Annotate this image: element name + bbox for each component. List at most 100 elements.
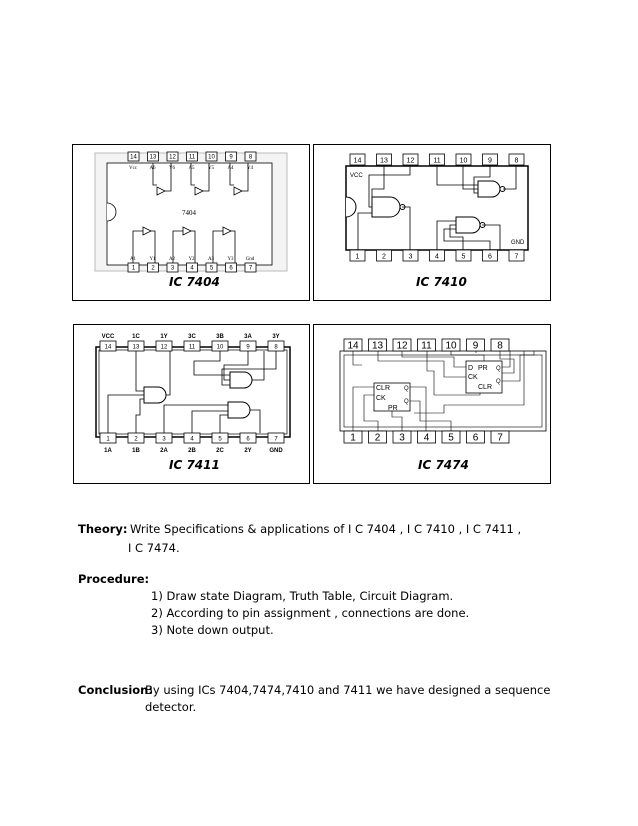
- ic7404-notch: [106, 202, 117, 222]
- ic7411-and-1: [143, 386, 167, 404]
- ic7404-top-name: Vcc: [129, 166, 138, 171]
- ic7404-bottom-pin-box: [205, 262, 218, 273]
- ic7410-gnd: GND: [511, 240, 525, 246]
- ic7410-bottom-pin-box: [376, 249, 392, 262]
- ic7404-part-label: 7404: [182, 209, 197, 217]
- ic7410-bottom-pin-label: 1: [356, 254, 360, 261]
- caption-ic7404: IC 7404: [169, 275, 220, 289]
- ic7410-top-pin-box: [508, 153, 525, 166]
- ic7404-wire: [152, 163, 157, 186]
- ic7404-bottom-pin-label: 1: [132, 266, 136, 272]
- ic7411-top-pin-box: [155, 340, 173, 352]
- ic7404-bottom-pin-box: [186, 262, 198, 273]
- procedure-step-3: 3) Note down output.: [151, 623, 274, 637]
- ic7410-wire: [443, 228, 491, 250]
- ic7411-top-pin-label: 10: [217, 345, 224, 351]
- ic7411-and-3: [227, 401, 251, 419]
- ic7404-top-pin-label: 11: [189, 155, 196, 161]
- ic7410-wire: [503, 165, 517, 190]
- ic7404-top-name: Y5: [208, 166, 215, 171]
- ic7411-top-pin-box: [183, 340, 201, 352]
- ic7404-top-name: A5: [188, 166, 195, 171]
- ic7404-top-pin-box: [166, 151, 179, 162]
- ic7410-wire: [402, 206, 411, 250]
- ic7410-nand-1: [371, 196, 401, 218]
- ic7410-top-pin-box: [455, 153, 472, 166]
- ic7410-bottom-pin-label: 5: [462, 254, 466, 261]
- ic7404-top-name: A4: [227, 166, 234, 171]
- ic7474-wire: [502, 351, 535, 382]
- ic7411-bottom-name: GND: [269, 448, 283, 454]
- ic7474-bottom-pin-box: [417, 430, 436, 444]
- ic7404-wire: [190, 163, 195, 186]
- ic7404-bottom-name: A2: [169, 257, 176, 262]
- ic7474-wire: [410, 386, 427, 431]
- ic7411-bottom-pin-label: 3: [162, 437, 166, 443]
- ic7404-not-gate: [222, 226, 232, 236]
- ic7474-top-pin-label: 8: [497, 341, 503, 352]
- ic7404-bottom-pin-label: 5: [210, 266, 214, 272]
- ic7411-top-pin-label: 13: [133, 345, 140, 351]
- ic7404-bottom-pin-box: [166, 262, 179, 273]
- ic7474-top-pin-box: [417, 338, 436, 352]
- ic7410-nand-3: [455, 216, 481, 234]
- ic7474-wire: [363, 394, 379, 431]
- ic7411-bottom-pin-label: 4: [190, 437, 194, 443]
- ic7474-ff1-q: Q: [404, 386, 409, 392]
- ic7410-top-pin-label: 10: [460, 158, 468, 165]
- ic7404-not-gate: [156, 186, 166, 196]
- caption-ic7410: IC 7410: [416, 275, 467, 289]
- ic7410-top-pin-box: [402, 153, 419, 166]
- ic7404-top-pin-label: 14: [130, 155, 137, 161]
- ic7411-bottom-pin-box: [239, 432, 257, 444]
- ic7404-bottom-pin-box: [225, 262, 237, 273]
- ic7404-bottom-pin-label: 4: [190, 266, 194, 272]
- ic7410-bottom-pin-box: [349, 249, 366, 262]
- ic7404-top-pin-box: [205, 151, 218, 162]
- ic7474-body: [339, 350, 547, 432]
- ic7410-wire: [368, 165, 411, 208]
- ic7404-top-pin-label: 8: [249, 155, 253, 161]
- ic7410-top-pin-label: 11: [433, 158, 440, 165]
- ic7411-wire: [107, 394, 144, 433]
- ic7474-wire: [426, 351, 481, 396]
- ic7404-top-name: Y6: [169, 166, 176, 171]
- ic7410-bottom-pin-label: 3: [409, 254, 413, 261]
- ic7474-wire: [450, 351, 485, 361]
- conclusion-label: Conclusion:: [78, 683, 153, 697]
- ic7411-top-pin-label: 12: [161, 345, 168, 351]
- procedure-label: Procedure:: [78, 572, 150, 586]
- ic7411-wire: [166, 351, 171, 396]
- ic7474-ff2-pr: PR: [478, 365, 488, 372]
- ic7411-bottom-name: 1A: [104, 448, 112, 454]
- ic7404-wire: [212, 230, 223, 263]
- ic7410-wire: [371, 165, 385, 201]
- ic7474-top-pin-label: 11: [421, 341, 432, 352]
- ic7411-bottom-name: 2Y: [244, 448, 251, 454]
- ic7474-wire: [499, 351, 515, 374]
- ic7404-top-pin-label: 12: [169, 155, 176, 161]
- ic7474-bottom-pin-label: 3: [399, 433, 405, 444]
- ic7474-top-pin-label: 10: [445, 341, 457, 352]
- ic7411-bottom-name: 2B: [188, 448, 196, 454]
- ic7404-wire: [172, 230, 183, 263]
- ic7410-wire: [436, 220, 456, 250]
- ic7410-top-pin-box: [349, 153, 366, 166]
- ic7474-bottom-pin-label: 5: [448, 433, 454, 444]
- ic7404-bottom-name: A3: [208, 257, 215, 262]
- ic7474-bottom-pin-label: 2: [375, 433, 381, 444]
- ic7410-top-pin-label: 9: [488, 158, 492, 165]
- ic7410-bottom-pin-label: 6: [488, 254, 492, 261]
- ic7404-bottom-name: Gnd: [246, 257, 255, 262]
- ic7474-wire: [391, 411, 403, 431]
- ic7404-not-gate: [194, 186, 204, 196]
- ic7474-ff2-q: Q: [496, 366, 501, 372]
- ic7411-top-pin-box: [99, 340, 117, 352]
- ic7404-wire: [242, 163, 249, 192]
- ic7411-top-name: 3A: [244, 334, 252, 340]
